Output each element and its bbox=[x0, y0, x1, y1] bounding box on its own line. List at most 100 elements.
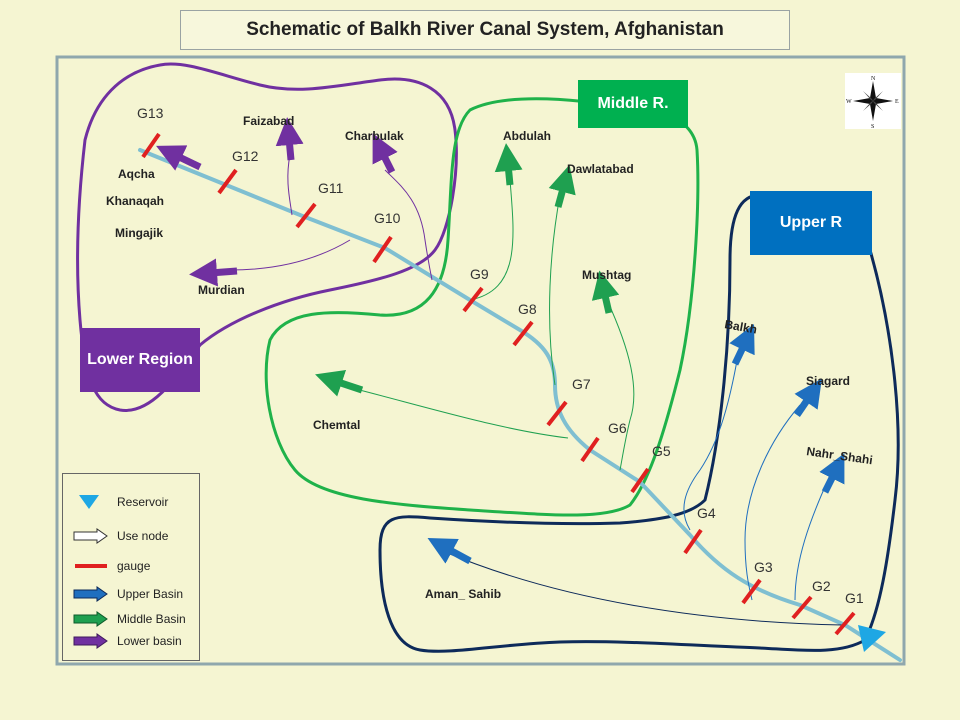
use-node-arrow-chemtal bbox=[315, 369, 364, 397]
legend-item-middle-basin: Middle Basin bbox=[63, 609, 199, 629]
balkh-river bbox=[138, 148, 902, 662]
lower-region-label: Lower Region bbox=[80, 328, 200, 392]
map-frame bbox=[55, 55, 906, 666]
label-aqcha: Aqcha bbox=[118, 167, 155, 181]
gauge-g8 bbox=[512, 320, 534, 347]
gauge-label-g11: G11 bbox=[318, 180, 344, 196]
use-node-arrow-faizabad bbox=[275, 117, 304, 161]
gauge-g13 bbox=[141, 132, 161, 159]
label-balkh: Balkh bbox=[723, 317, 758, 336]
canal-dawlatabad bbox=[549, 194, 561, 386]
gauge-label-g13: G13 bbox=[137, 105, 164, 121]
canal-lines bbox=[229, 154, 843, 626]
legend-item-use-node: Use node bbox=[63, 526, 199, 546]
green-arrow-icon bbox=[73, 611, 108, 627]
red-line-icon bbox=[75, 564, 107, 568]
canal-charbulak bbox=[384, 169, 433, 281]
gauge-label-g4: G4 bbox=[697, 505, 716, 521]
label-mingajik: Mingajik bbox=[115, 226, 163, 240]
canal-chemtal bbox=[339, 384, 569, 439]
upper-region-boundary bbox=[378, 193, 900, 653]
label-khanaqah: Khanaqah bbox=[106, 194, 164, 208]
compass-w: W bbox=[846, 99, 852, 105]
label-aman-sahib: Aman_ Sahib bbox=[425, 587, 501, 601]
label-siagard: Siagard bbox=[806, 374, 850, 388]
label-abdulah: Abdulah bbox=[503, 129, 551, 143]
use-node-arrow-balkh bbox=[729, 324, 755, 366]
gauge-label-g12: G12 bbox=[232, 148, 259, 164]
canal-faizabad bbox=[287, 154, 293, 216]
purple-arrow-icon bbox=[73, 633, 108, 649]
canal-mushtag bbox=[606, 299, 635, 471]
middle-region-boundary bbox=[264, 97, 700, 517]
use-node-arrow-aman-sahib bbox=[427, 537, 472, 565]
middle-region-label: Middle R. bbox=[578, 80, 688, 128]
legend-item-reservoir: Reservoir bbox=[63, 492, 199, 512]
gauge-label-g6: G6 bbox=[608, 420, 627, 436]
label-nahr-shahi: Nahr_Shahi bbox=[806, 444, 874, 467]
canal-abdulah bbox=[469, 179, 514, 301]
label-dawlatabad: Dawlatabad bbox=[567, 162, 634, 176]
legend: Reservoir Use node gauge Upper Basin Mid… bbox=[62, 473, 200, 661]
legend-item-lower-basin: Lower basin bbox=[63, 631, 199, 651]
upper-region-label: Upper R bbox=[750, 191, 872, 255]
gauge-g9 bbox=[462, 286, 484, 313]
label-charbulak: Charbulak bbox=[345, 129, 404, 143]
gauge-label-g8: G8 bbox=[518, 301, 537, 317]
legend-label: Middle Basin bbox=[117, 612, 186, 626]
diagram-title: Schematic of Balkh River Canal System, A… bbox=[180, 10, 790, 50]
triangle-down-icon bbox=[79, 495, 99, 509]
use-node-arrow-siagard bbox=[794, 378, 822, 417]
label-mushtag: Mushtag bbox=[582, 268, 631, 282]
gauge-label-g7: G7 bbox=[572, 376, 591, 392]
canal-siagard bbox=[744, 404, 801, 601]
use-node-arrow-dawlatabad bbox=[548, 164, 576, 208]
compass-s: S bbox=[871, 124, 874, 129]
gauge-label-g2: G2 bbox=[812, 578, 831, 594]
use-node-arrow-abdulah bbox=[494, 143, 523, 186]
gauge-g5 bbox=[630, 467, 650, 494]
gauge-label-g5: G5 bbox=[652, 443, 671, 459]
gauge-g11 bbox=[295, 202, 317, 229]
use-node-arrow-mushtag bbox=[591, 270, 620, 314]
legend-label: Reservoir bbox=[117, 495, 169, 509]
outline-arrow-icon bbox=[73, 528, 108, 544]
gauge-label-g9: G9 bbox=[470, 266, 489, 282]
use-node-arrow-murdian bbox=[189, 258, 238, 287]
gauge-g3 bbox=[741, 578, 762, 605]
legend-label: Upper Basin bbox=[117, 587, 184, 601]
compass-rose-icon: N S W E bbox=[845, 73, 901, 130]
gauge-label-g3: G3 bbox=[754, 559, 773, 575]
legend-item-upper-basin: Upper Basin bbox=[63, 584, 199, 604]
canal-balkh bbox=[683, 354, 739, 531]
gauge-label-g1: G1 bbox=[845, 590, 864, 606]
use-node-arrow-aqcha bbox=[156, 145, 202, 171]
compass-n: N bbox=[871, 76, 876, 82]
gauge-g1 bbox=[834, 611, 856, 636]
label-chemtal: Chemtal bbox=[313, 418, 360, 432]
legend-label: Lower basin bbox=[117, 634, 182, 648]
reservoir-symbol bbox=[858, 625, 886, 652]
gauge-g4 bbox=[683, 528, 703, 555]
use-node-arrow-nahr-shahi bbox=[819, 453, 845, 494]
gauge-g7 bbox=[546, 400, 568, 427]
gauge-g2 bbox=[791, 595, 813, 620]
blue-arrow-icon bbox=[73, 586, 108, 602]
gauge-g6 bbox=[580, 436, 600, 463]
gauge-label-g10: G10 bbox=[374, 210, 401, 226]
legend-label: Use node bbox=[117, 529, 169, 543]
legend-item-gauge: gauge bbox=[63, 556, 199, 576]
legend-label: gauge bbox=[117, 559, 151, 573]
gauges bbox=[141, 132, 856, 636]
canal-aman-sahib bbox=[444, 551, 843, 626]
gauge-g12 bbox=[217, 168, 238, 195]
compass-e: E bbox=[895, 99, 899, 105]
use-node-arrows bbox=[156, 117, 845, 565]
canal-nahr-shahi bbox=[794, 479, 829, 601]
canal-murdian bbox=[229, 239, 351, 271]
gauge-g10 bbox=[372, 235, 393, 264]
use-node-arrow-charbulak bbox=[372, 133, 398, 174]
label-faizabad: Faizabad bbox=[243, 114, 294, 128]
label-murdian: Murdian bbox=[198, 283, 245, 297]
